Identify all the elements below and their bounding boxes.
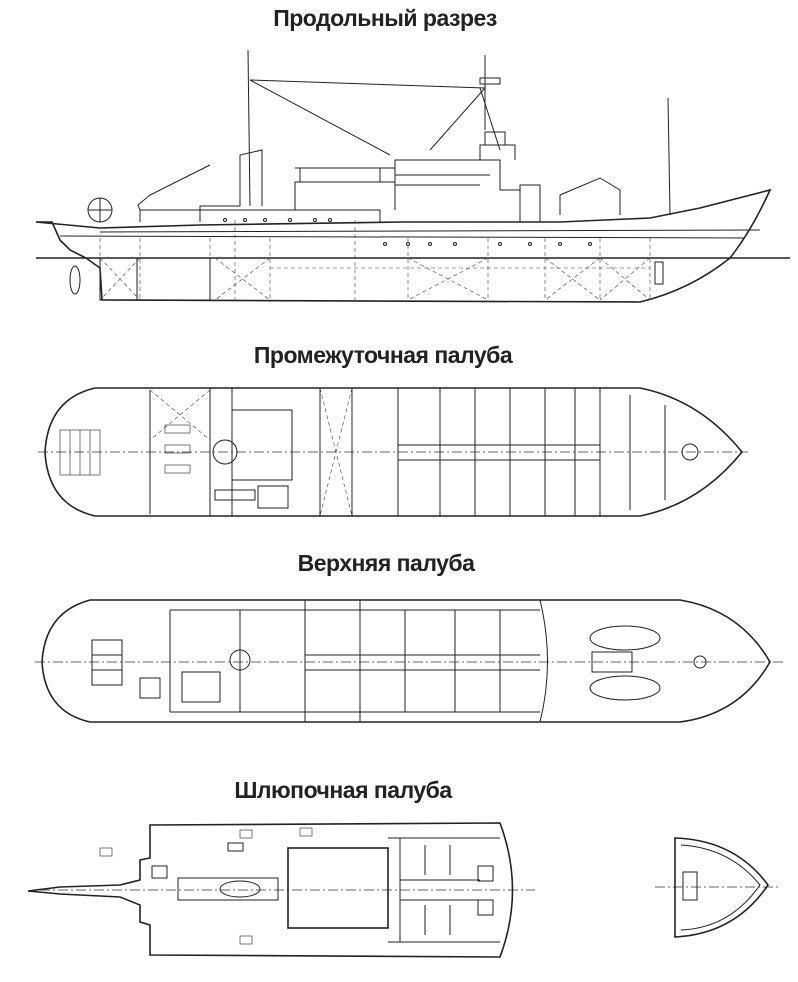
windlass xyxy=(682,871,698,901)
intermediate-deck-plan xyxy=(38,387,748,517)
upper-deck-plan xyxy=(35,599,785,723)
liferaft-left xyxy=(589,625,661,651)
windlass xyxy=(591,651,633,673)
propeller-icon xyxy=(69,265,81,295)
title-boat-deck: Шлюпочная палуба xyxy=(234,777,452,803)
forecastle-deck-outline xyxy=(674,837,769,938)
bow-thruster-icon xyxy=(681,443,699,461)
boat-deck-plan xyxy=(27,822,780,958)
main-deck-line xyxy=(59,235,746,239)
lifeboat xyxy=(219,880,261,898)
boat-deck-outline xyxy=(27,822,514,958)
hull-outline xyxy=(35,188,772,303)
title-longitudinal-section: Продольный разрез xyxy=(273,5,497,31)
liferaft-right xyxy=(589,675,661,701)
lifeboat xyxy=(299,167,381,182)
title-intermediate-deck: Промежуточная палуба xyxy=(254,342,513,368)
upper-deck-outline xyxy=(41,599,771,723)
deckhouse xyxy=(287,847,389,929)
anchor-icon xyxy=(693,655,707,669)
fore-mast xyxy=(247,49,251,207)
title-upper-deck: Верхняя палуба xyxy=(298,550,476,576)
longitudinal-section-view xyxy=(35,49,790,303)
bow-thruster-icon xyxy=(654,261,664,285)
hatch-icon xyxy=(212,439,238,465)
hatch-icon xyxy=(229,649,251,671)
intermediate-deck-outline xyxy=(44,387,744,517)
